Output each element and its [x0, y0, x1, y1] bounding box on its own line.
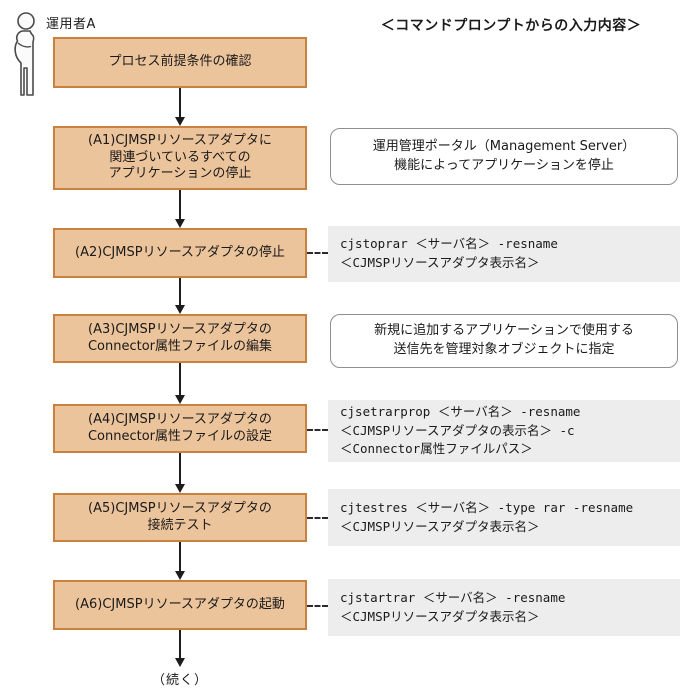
dashed-connector-a2 [307, 252, 328, 254]
down-arrow [175, 542, 185, 580]
actor-label: 運用者A [46, 17, 96, 32]
flow-step-a3: (A3)CJMSPリソースアダプタの Connector属性ファイルの編集 [53, 314, 307, 363]
down-arrow [175, 630, 185, 667]
down-arrow [175, 190, 185, 228]
flow-step-precondition: プロセス前提条件の確認 [53, 37, 307, 88]
dashed-connector-a4 [307, 429, 328, 431]
note-callout-a1: 運用管理ポータル（Management Server） 機能によってアプリケーシ… [330, 128, 678, 185]
note-command-a2: cjstoprar ＜サーバ名＞ -resname ＜CJMSPリソースアダプタ… [328, 226, 680, 282]
note-command-a5: cjtestres ＜サーバ名＞ -type rar -resname ＜CJM… [328, 489, 680, 546]
header-title: ＜コマンドプロンプトからの入力内容＞ [380, 18, 642, 34]
down-arrow [175, 88, 185, 126]
note-command-a4: cjsetrarprop ＜サーバ名＞ -resname ＜CJMSPリソースア… [328, 400, 680, 462]
dashed-connector-a5 [307, 517, 328, 519]
down-arrow [175, 453, 185, 493]
continuation-label: （続く） [151, 673, 208, 688]
flow-step-a2: (A2)CJMSPリソースアダプタの停止 [53, 228, 307, 278]
down-arrow [175, 278, 185, 314]
flow-step-a5: (A5)CJMSPリソースアダプタの 接続テスト [53, 493, 307, 542]
flow-step-a6: (A6)CJMSPリソースアダプタの起動 [53, 580, 307, 630]
note-callout-a3: 新規に追加するアプリケーションで使用する 送信先を管理対象オブジェクトに指定 [330, 314, 678, 368]
flow-step-a1: (A1)CJMSPリソースアダプタに 関連づいているすべての アプリケーションの… [53, 126, 307, 190]
dashed-connector-a6 [307, 605, 328, 607]
person-icon [6, 11, 42, 99]
flow-step-a4: (A4)CJMSPリソースアダプタの Connector属性ファイルの設定 [53, 404, 307, 453]
down-arrow [175, 363, 185, 404]
note-command-a6: cjstartrar ＜サーバ名＞ -resname ＜CJMSPリソースアダプ… [328, 579, 680, 636]
